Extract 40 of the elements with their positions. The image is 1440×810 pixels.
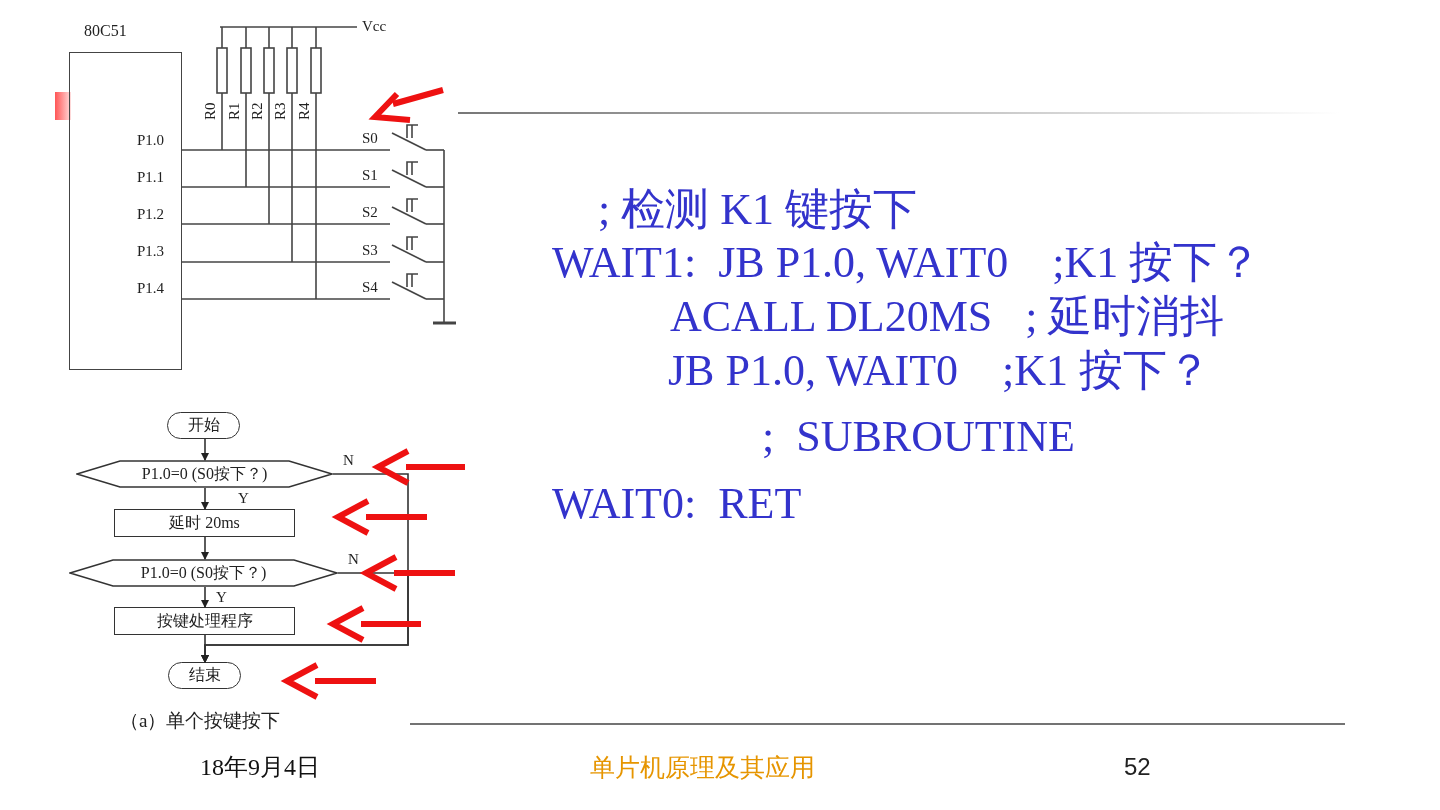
pin-label: P1.4 [137,281,165,296]
switch-label: S1 [362,168,378,183]
page-number: 52 [1124,755,1151,779]
voltage-label: Vcc [362,19,387,34]
code-line: WAIT0: RET [552,482,802,526]
code-line: JB P1.0, WAIT0 ;K1 按下？ [668,349,1212,393]
resistor-label: R0 [203,102,218,120]
resistor-label: R4 [297,102,312,120]
arrow [201,487,209,510]
pin-label: P1.2 [137,207,165,222]
edge-label: Y [238,491,249,506]
figure-caption: （a）单个按键按下 [120,711,281,730]
code-line: ACALL DL20MS ; 延时消抖 [670,295,1225,339]
code-line: ; 检测 K1 键按下 [598,188,917,232]
pin-label: P1.0 [137,133,165,148]
resistor-label: R3 [273,102,288,120]
arrow [201,586,209,608]
resistor-label: R1 [227,102,242,120]
resistor-label: R2 [250,102,265,120]
decision-hexagon: P1.0=0 (S0按下？) [69,559,338,587]
code-line: ; SUBROUTINE [762,415,1075,459]
switch-label: S4 [362,280,378,295]
process-box: 按键处理程序 [114,607,295,635]
pin-label: P1.1 [137,170,165,185]
arrow [201,536,209,560]
arrow [201,438,209,461]
switch-label: S2 [362,205,378,220]
decision-hexagon: P1.0=0 (S0按下？) [76,460,333,488]
pin-label: P1.3 [137,244,165,259]
switch-label: S0 [362,131,378,146]
edge-label: N [348,552,359,567]
switch-label: S3 [362,243,378,258]
chip-label: 80C51 [84,23,127,39]
edge-label: N [343,453,354,468]
date-text: 18年9月4日 [200,755,320,779]
arrow [201,572,409,663]
code-line: WAIT1: JB P1.0, WAIT0 ;K1 按下？ [552,241,1262,285]
process-box: 延时 20ms [114,509,295,537]
footer-title: 单片机原理及其应用 [590,755,815,780]
edge-label: Y [216,590,227,605]
